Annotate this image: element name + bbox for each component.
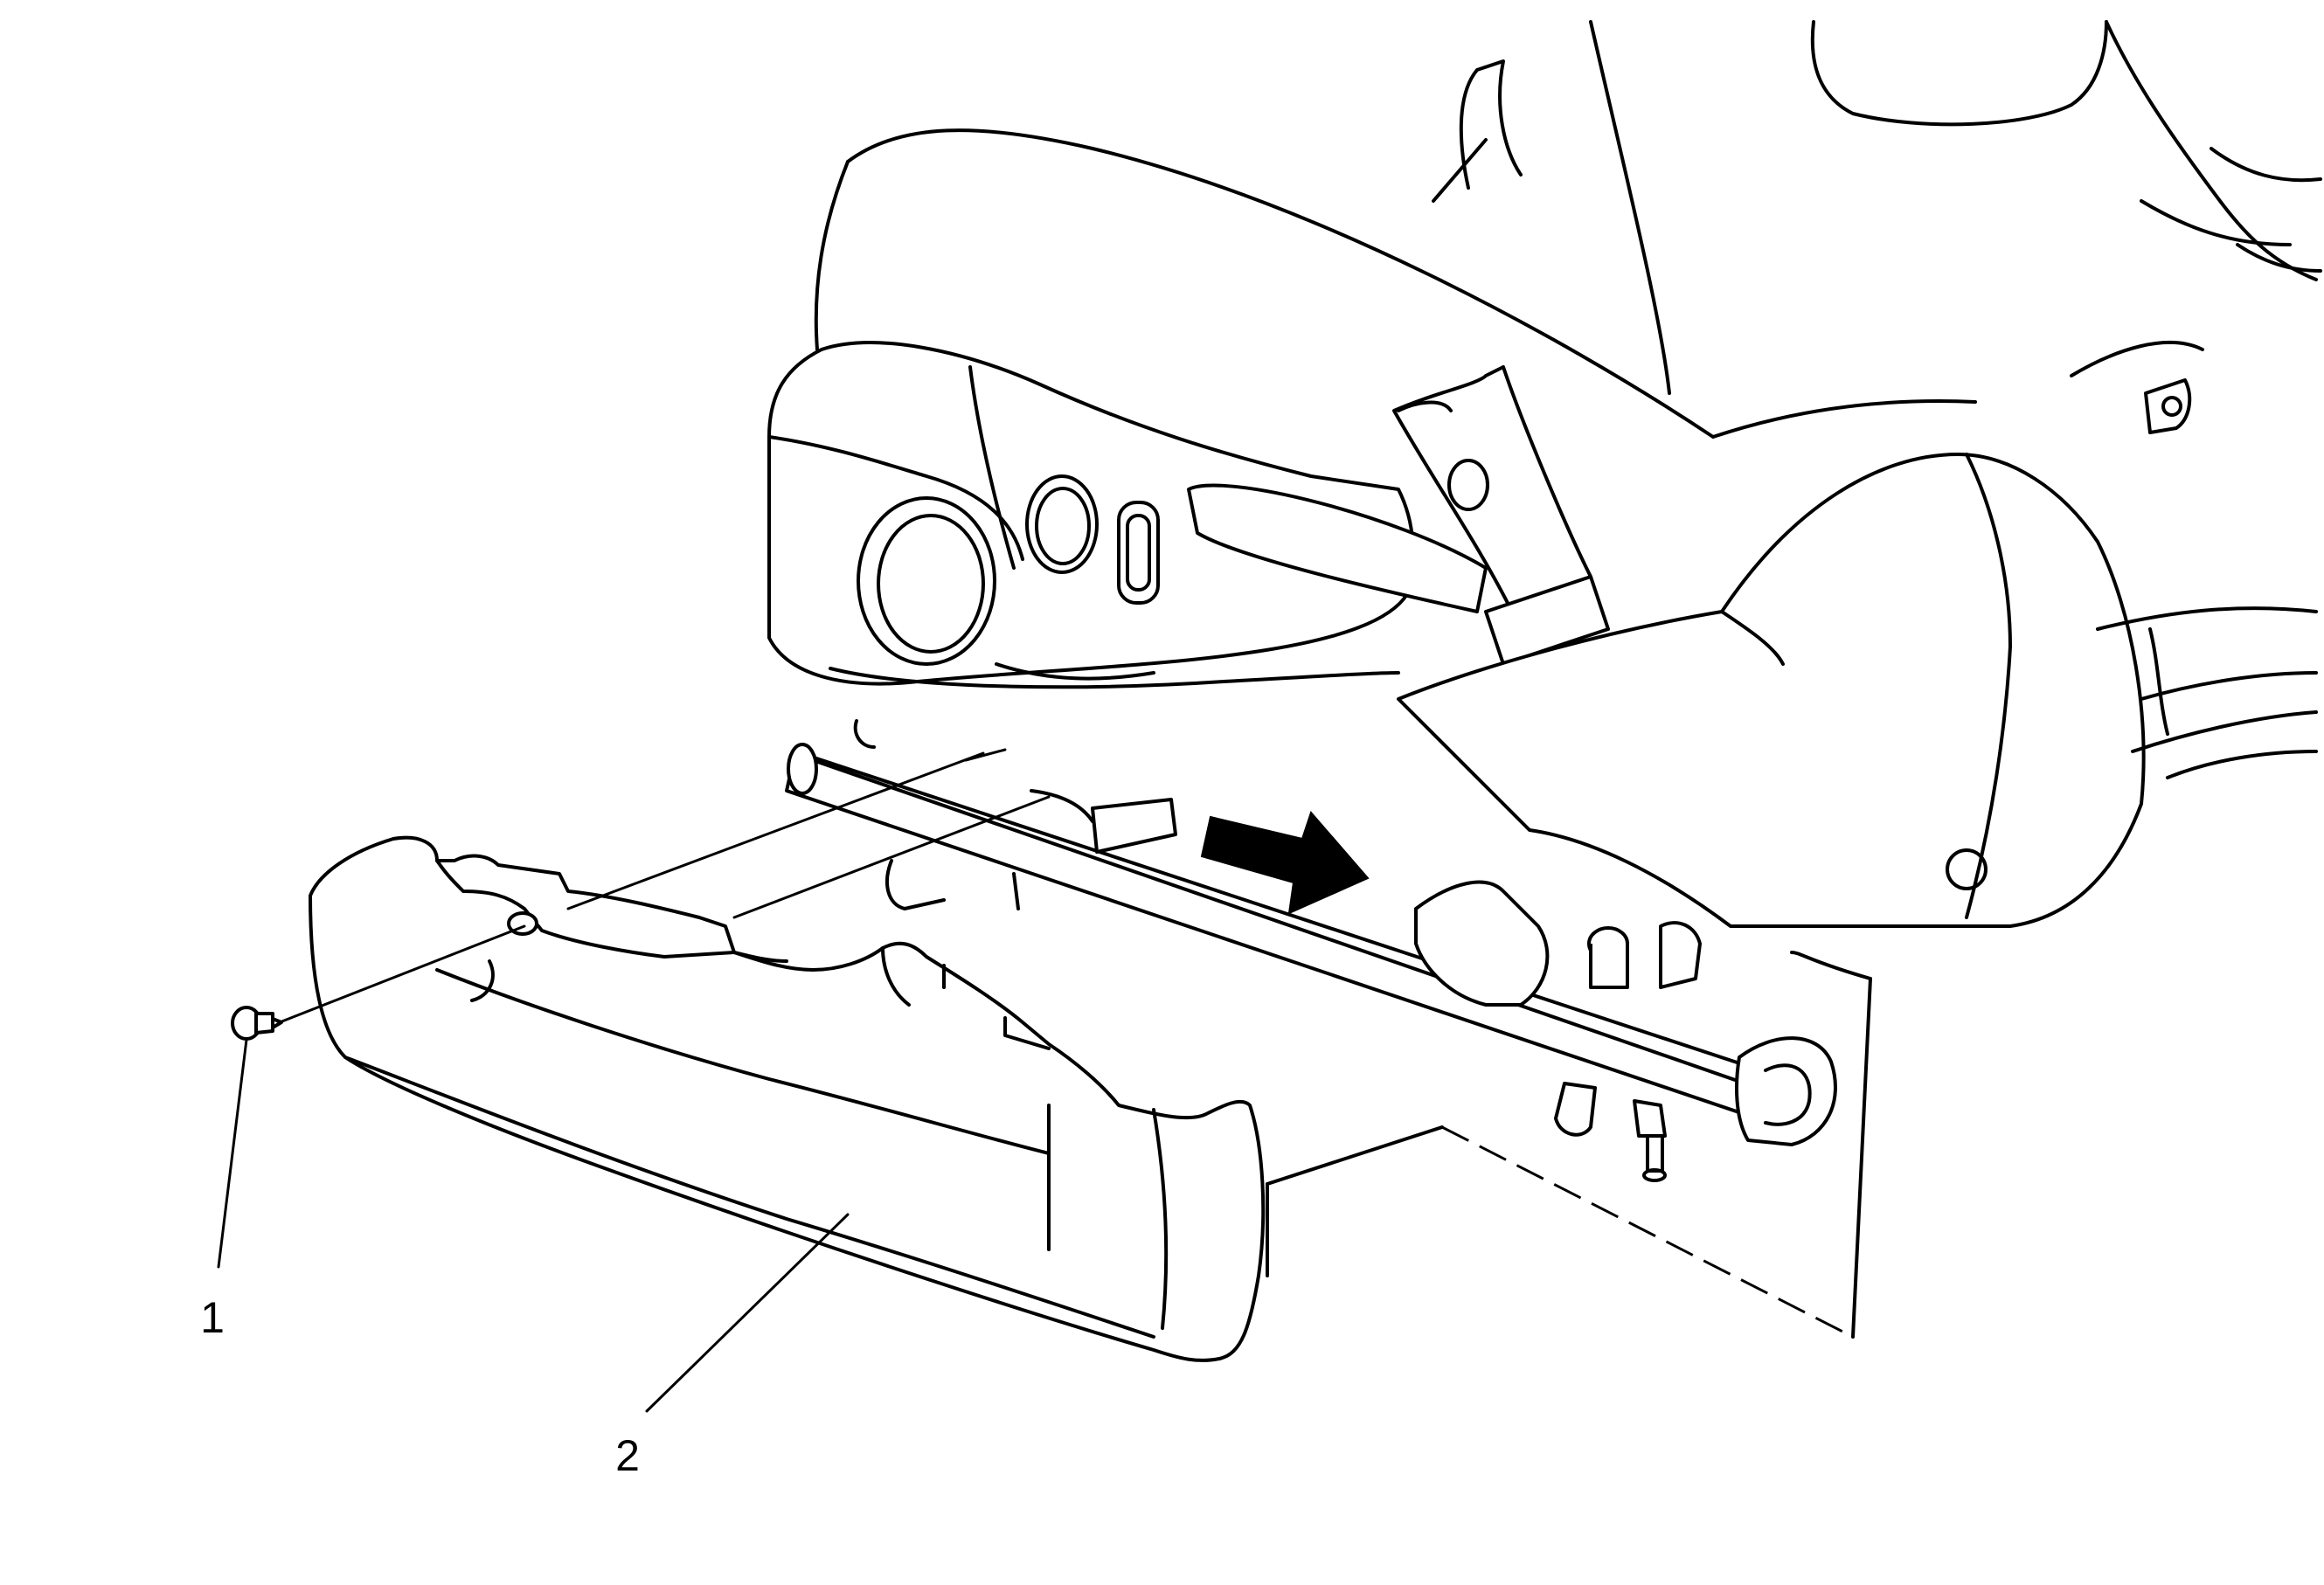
- side-trim-panel: [309, 835, 1266, 1362]
- seat-cushion: [767, 128, 1977, 689]
- leader-line-1: [217, 1038, 248, 1269]
- fastener-push-pin-icon: [231, 1006, 283, 1041]
- seat-back: [1432, 20, 2322, 434]
- seat-right-side: [1397, 453, 2318, 928]
- power-seat-switch-icon: [1187, 483, 1488, 613]
- callout-1: 1: [200, 1293, 225, 1342]
- leader-lines: [217, 1038, 850, 1413]
- direction-arrow-icon: [1200, 811, 1370, 915]
- seat-belt-buckle: [1392, 365, 1610, 666]
- leader-line-2: [645, 1213, 850, 1413]
- seat-track: [785, 719, 1872, 1339]
- callout-2: 2: [615, 1431, 640, 1480]
- exploded-view-lines: [278, 748, 1051, 1024]
- seat-switch-icon: [1117, 501, 1160, 605]
